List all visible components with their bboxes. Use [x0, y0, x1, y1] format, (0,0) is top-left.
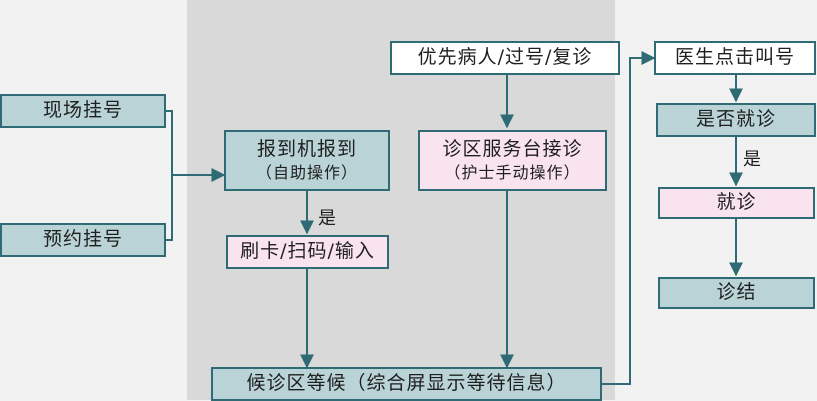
- edge-label-yes: 是: [743, 149, 761, 170]
- node-waiting-area: 候诊区等候（综合屏显示等待信息）: [211, 367, 602, 401]
- node-consultation-complete: 诊结: [658, 277, 815, 309]
- node-label: 是否就诊: [695, 108, 776, 131]
- edge-label-yes: 是: [318, 208, 336, 229]
- node-consultation: 就诊: [658, 187, 815, 219]
- node-subtitle: （护士手动操作）: [444, 163, 581, 183]
- node-swipe-scan-input: 刷卡/扫码/输入: [226, 235, 389, 269]
- node-appointment-registration: 预约挂号: [0, 223, 166, 257]
- node-label: 预约挂号: [42, 228, 123, 251]
- node-title: 诊区服务台接诊: [442, 137, 583, 160]
- node-doctor-call: 医生点击叫号: [654, 41, 816, 75]
- node-attend-decision: 是否就诊: [656, 103, 816, 137]
- node-priority-patients: 优先病人/过号/复诊: [390, 41, 620, 75]
- node-label: 诊结: [716, 281, 757, 304]
- node-title: 报到机报到: [256, 137, 357, 160]
- node-label: 医生点击叫号: [674, 46, 795, 69]
- node-on-site-registration: 现场挂号: [0, 94, 166, 128]
- node-checkin-kiosk: 报到机报到 （自助操作）: [224, 130, 390, 191]
- node-label: 优先病人/过号/复诊: [417, 46, 593, 69]
- node-subtitle: （自助操作）: [255, 163, 358, 183]
- node-label: 现场挂号: [42, 99, 123, 122]
- node-label: 就诊: [716, 191, 757, 214]
- node-label: 刷卡/扫码/输入: [240, 240, 375, 263]
- edge-onsite: [166, 110, 173, 175]
- edge-appointment: [166, 175, 173, 241]
- node-label: 候诊区等候（综合屏显示等待信息）: [246, 372, 567, 395]
- node-service-desk: 诊区服务台接诊 （护士手动操作）: [418, 130, 607, 191]
- edge-waiting-doctor: [602, 51, 656, 385]
